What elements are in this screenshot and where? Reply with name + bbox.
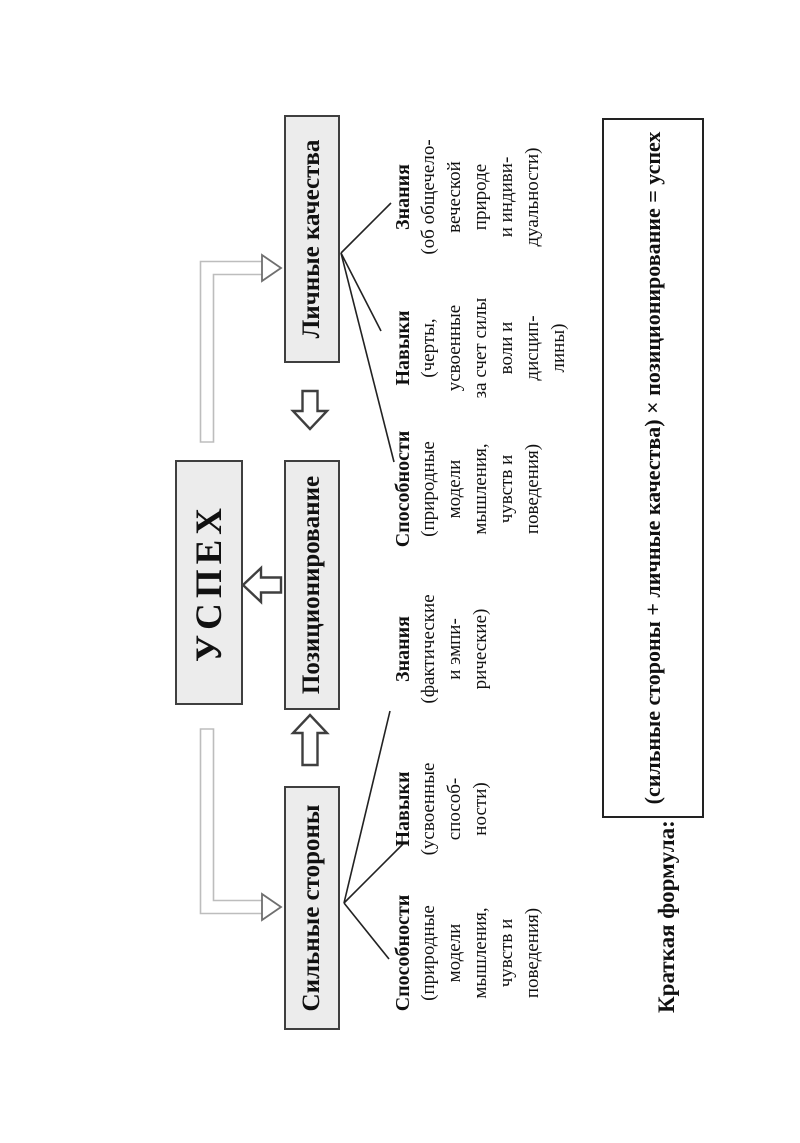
item-line: (об общечело-: [418, 139, 439, 255]
item-line: (природные: [418, 441, 439, 537]
strengths-box: Сильные стороны: [284, 786, 340, 1030]
item-line: способ-: [444, 777, 465, 841]
personal-line-knowledge: [340, 202, 392, 254]
personal-item-skills: Навыки (черты, усвоенные за счет силы во…: [390, 278, 572, 418]
strengths-item-abilities: Способности (природные модели мышления, …: [390, 883, 546, 1023]
item-line: лины): [548, 323, 569, 373]
personal-qualities-box: Личные качества: [284, 115, 340, 363]
personal-line-skills: [340, 252, 382, 332]
strengths-label: Сильные стороны: [298, 804, 325, 1012]
item-line: чувств и: [496, 918, 517, 988]
item-line: (усвоенные: [418, 762, 439, 856]
item-line: за счет силы: [470, 297, 491, 399]
strengths-item-knowledge: Знания (фактические и эмпи- рические): [390, 579, 494, 719]
item-line: модели: [444, 459, 465, 519]
strengths-item-skills: Навыки (усвоенные способ- ности): [390, 739, 494, 879]
success-box: УСПЕХ: [175, 460, 243, 705]
item-line: чувств и: [496, 454, 517, 524]
item-line: (черты,: [418, 318, 439, 378]
formula-box: (сильные стороны + личные качества) × по…: [602, 118, 704, 818]
personal-item-knowledge: Знания (об общечело- веческой природе и …: [390, 122, 546, 272]
elbow-arrow-to-strengths-icon: [199, 728, 264, 915]
positioning-label: Позиционирование: [298, 475, 325, 695]
item-heading: Навыки: [392, 771, 414, 847]
item-line: воли и: [496, 321, 517, 375]
item-line: и индиви-: [496, 156, 517, 238]
strengths-line-skills: [343, 843, 404, 904]
item-line: поведения): [522, 907, 543, 999]
formula-label: Краткая формула:: [654, 820, 679, 1013]
item-line: усвоенные: [444, 304, 465, 392]
item-line: рические): [470, 608, 491, 690]
item-line: дуальности): [522, 147, 543, 247]
item-heading: Знания: [392, 164, 414, 230]
personal-line-abilities: [340, 252, 395, 463]
item-heading: Способности: [392, 430, 414, 548]
item-line: модели: [444, 923, 465, 983]
elbow-arrowhead-personal-icon: [261, 253, 283, 283]
item-line: мышления,: [470, 443, 491, 535]
personal-item-abilities: Способности (природные модели мышления, …: [390, 419, 546, 559]
item-line: дисцип-: [522, 315, 543, 381]
elbow-arrow-to-personal-icon: [199, 260, 264, 443]
arrow-left-icon: [290, 389, 330, 431]
arrow-up-icon: [241, 565, 283, 605]
item-line: (фактические: [418, 594, 439, 704]
success-label: УСПЕХ: [188, 502, 230, 663]
personal-qualities-label: Личные качества: [298, 139, 325, 339]
item-line: природе: [470, 163, 491, 231]
item-heading: Способности: [392, 894, 414, 1012]
item-line: ности): [470, 782, 491, 836]
arrow-right-icon: [290, 713, 330, 767]
item-heading: Знания: [392, 616, 414, 682]
positioning-box: Позиционирование: [284, 460, 340, 710]
elbow-arrowhead-strengths-icon: [261, 892, 283, 922]
formula-text: (сильные стороны + личные качества) × по…: [640, 131, 665, 805]
item-line: веческой: [444, 161, 465, 233]
item-line: мышления,: [470, 907, 491, 999]
item-heading: Навыки: [392, 310, 414, 386]
item-line: поведения): [522, 443, 543, 535]
item-line: и эмпи-: [444, 618, 465, 680]
strengths-line-abilities: [343, 902, 390, 960]
item-line: (природные: [418, 905, 439, 1001]
strengths-line-knowledge: [343, 710, 391, 904]
